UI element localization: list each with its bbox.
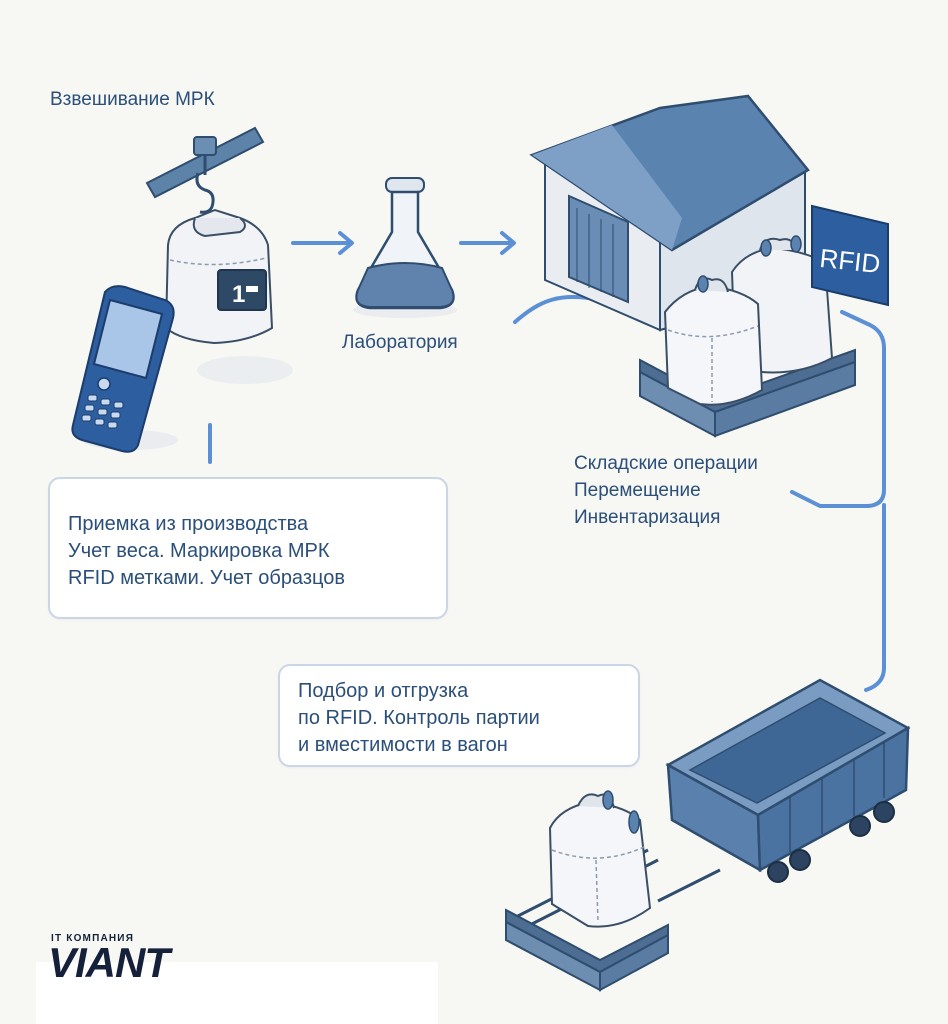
arrow-lab-to-warehouse: [459, 231, 516, 255]
bag-tag-text: 1: [232, 281, 245, 308]
lab-flask-icon: [353, 177, 457, 318]
brand-logo: VIANT: [48, 939, 170, 986]
intake-line: Приемка из производства: [68, 513, 309, 535]
weighing-label: Взвешивание МРК: [50, 89, 215, 110]
intake-line: Учет веса. Маркировка МРК: [68, 540, 330, 562]
shipping-line: и вместимости в вагон: [298, 734, 508, 756]
shipping-line: по RFID. Контроль партии: [298, 707, 540, 729]
intake-box: Приемка из производства Учет веса. Марки…: [48, 477, 448, 619]
intake-line: RFID метками. Учет образцов: [68, 567, 345, 589]
railcar-icon: [505, 678, 911, 992]
shipping-box: Подбор и отгрузка по RFID. Контроль парт…: [278, 664, 640, 767]
laboratory-label: Лаборатория: [342, 332, 458, 353]
brand-background: [36, 962, 438, 1024]
rfid-scanner-icon: [71, 285, 178, 453]
shipping-line: Подбор и отгрузка: [298, 680, 469, 702]
rfid-sign: RFID: [811, 204, 889, 307]
brand-tagline: IT КОМПАНИЯ: [51, 933, 135, 944]
warehouse-ops-label: Складские операции Перемещение Инвентари…: [574, 450, 758, 531]
rfid-sign-text: RFID: [818, 243, 881, 279]
warehouse-ops-line: Инвентаризация: [574, 507, 721, 528]
connector-warehouse-to-shipping: [790, 310, 886, 692]
warehouse-icon: [529, 94, 856, 438]
warehouse-ops-line: Складские операции: [574, 453, 758, 474]
arrow-weighing-to-lab: [291, 231, 354, 255]
warehouse-ops-line: Перемещение: [574, 480, 701, 501]
crane-scale-icon: 1: [145, 126, 293, 384]
